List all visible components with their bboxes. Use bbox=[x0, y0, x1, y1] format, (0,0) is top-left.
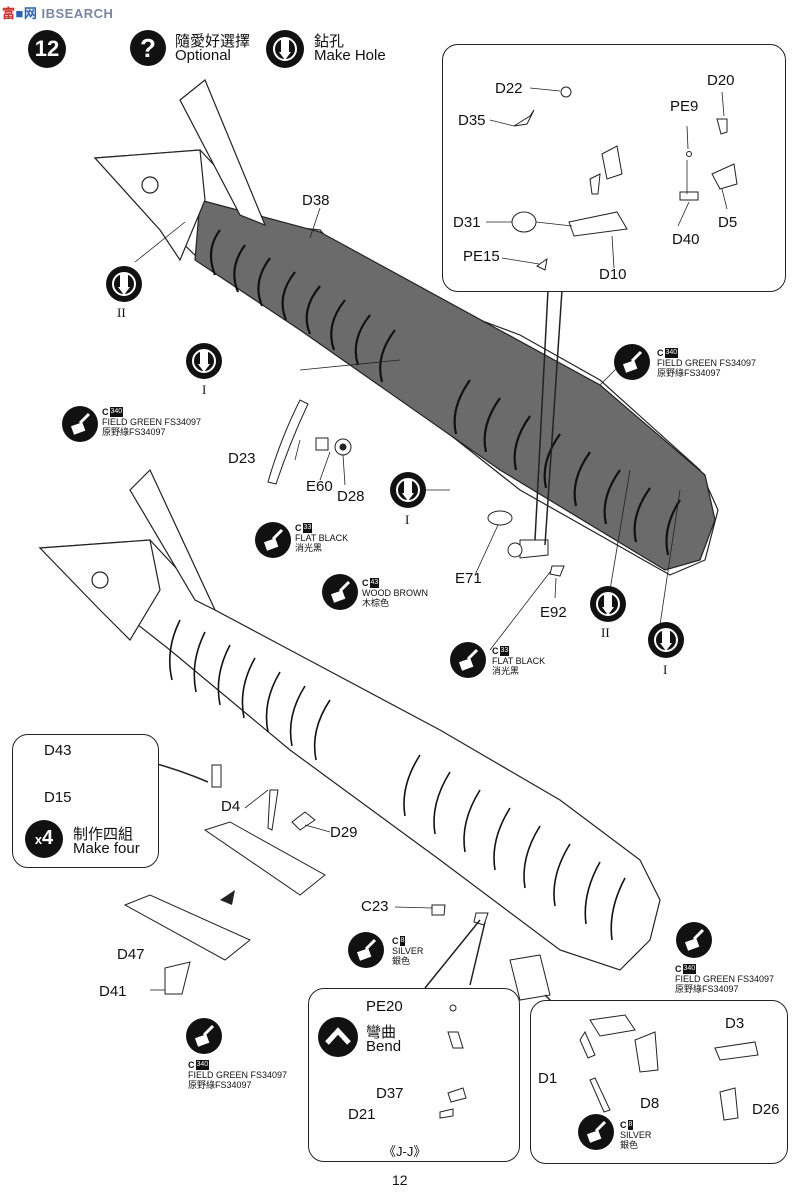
make-four-en: Make four bbox=[73, 840, 140, 857]
roman-i-right: I bbox=[663, 662, 668, 677]
part-label-d38: D38 bbox=[302, 192, 330, 209]
part-label-d35: D35 bbox=[458, 112, 486, 129]
part-label-d15: D15 bbox=[44, 789, 72, 806]
roman-i-top: I bbox=[202, 382, 207, 397]
paint-brush-icon bbox=[62, 406, 98, 442]
paint-brush-icon bbox=[450, 642, 486, 678]
bend-cn: 彎曲 bbox=[366, 1024, 397, 1041]
part-label-d23: D23 bbox=[228, 450, 256, 467]
part-label-e92: E92 bbox=[540, 604, 567, 621]
part-label-d26: D26 bbox=[752, 1101, 780, 1118]
roman-ii-left: II bbox=[117, 305, 126, 320]
make-hole-label-en: Make Hole bbox=[314, 47, 386, 64]
make-four-cn: 制作四組 bbox=[73, 826, 134, 843]
paint-brush-icon bbox=[676, 922, 712, 958]
leader-lines bbox=[80, 207, 751, 1114]
part-label-c23: C23 bbox=[361, 898, 389, 915]
paint-brush-icon bbox=[255, 522, 291, 558]
drill-hole-icon bbox=[266, 30, 304, 68]
bend-part-sketch bbox=[439, 1004, 467, 1119]
drill-marker-ii-right bbox=[590, 586, 626, 622]
part-label-d4: D4 bbox=[221, 798, 241, 815]
part-label-d20: D20 bbox=[707, 72, 735, 89]
drill-marker-i-top bbox=[186, 343, 222, 379]
part-label-pe15: PE15 bbox=[463, 248, 500, 265]
part-label-d47: D47 bbox=[117, 946, 145, 963]
part-label-d5: D5 bbox=[718, 214, 738, 231]
drill-marker-i-mid bbox=[390, 472, 426, 508]
upper-fuselage-half bbox=[93, 79, 719, 576]
part-label-d31: D31 bbox=[453, 214, 481, 231]
bend-icon bbox=[318, 1017, 358, 1057]
cockpit-detail-box bbox=[530, 1000, 788, 1164]
part-label-d3: D3 bbox=[725, 1015, 745, 1032]
part-label-d37: D37 bbox=[376, 1085, 404, 1102]
multiplier-badge: x4 bbox=[25, 820, 63, 858]
drill-marker-i-right bbox=[648, 622, 684, 658]
paint-brush-icon bbox=[322, 574, 358, 610]
roman-i-mid: I bbox=[405, 512, 410, 527]
part-label-d43: D43 bbox=[44, 742, 72, 759]
part-sketches bbox=[112, 399, 565, 1001]
cockpit-detail-sketch bbox=[579, 1014, 759, 1121]
bend-en: Bend bbox=[366, 1038, 402, 1055]
part-label-e71: E71 bbox=[455, 570, 482, 587]
paint-brush-icon bbox=[614, 344, 650, 380]
part-label-d41: D41 bbox=[99, 983, 127, 1000]
step-number: 12 bbox=[34, 36, 60, 61]
part-label-e60: E60 bbox=[306, 478, 333, 495]
make-hole-label-cn: 鉆孔 bbox=[314, 33, 345, 50]
optional-label-en: Optional bbox=[175, 47, 231, 64]
part-label-d29: D29 bbox=[330, 824, 358, 841]
make-four-box bbox=[12, 734, 159, 868]
paint-brush-icon bbox=[578, 1114, 614, 1150]
part-label-d21: D21 bbox=[348, 1106, 376, 1123]
page-number: 12 bbox=[392, 1172, 408, 1188]
lower-fuselage-half bbox=[38, 468, 661, 971]
part-label-d28: D28 bbox=[337, 488, 365, 505]
part-label-pe9: PE9 bbox=[670, 98, 699, 115]
view-label: 《J-J》 bbox=[383, 1144, 427, 1159]
detail-callout-sketch bbox=[486, 86, 738, 271]
part-label-d10: D10 bbox=[599, 266, 627, 283]
optional-icon: ? bbox=[130, 30, 166, 66]
watermark: 富■网 IBSEARCH bbox=[2, 6, 114, 21]
drill-marker-ii-left bbox=[106, 266, 142, 302]
roman-ii-right: II bbox=[601, 625, 610, 640]
part-label-d40: D40 bbox=[672, 231, 700, 248]
part-label-d8: D8 bbox=[640, 1095, 660, 1112]
part-label-d22: D22 bbox=[495, 80, 523, 97]
part-label-d1: D1 bbox=[538, 1070, 558, 1087]
paint-brush-icon bbox=[348, 932, 384, 968]
optional-label-cn: 隨愛好選擇 bbox=[175, 33, 251, 50]
paint-brush-icon bbox=[186, 1018, 222, 1054]
part-label-pe20: PE20 bbox=[366, 998, 403, 1015]
step-number-badge: 12 bbox=[28, 30, 66, 68]
